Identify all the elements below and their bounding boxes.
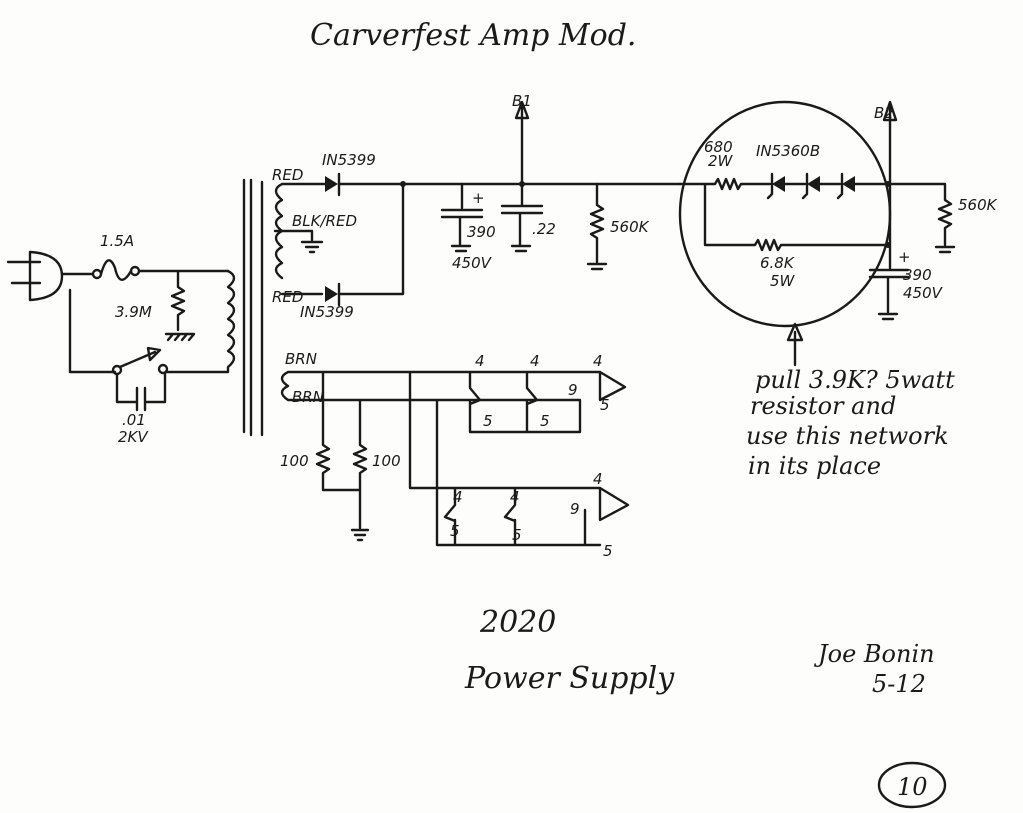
pin-label: 5 bbox=[603, 542, 613, 560]
hv-secondary-wiring bbox=[273, 182, 682, 296]
wire-label-red-top: RED bbox=[272, 166, 303, 184]
bleeder-resistor-3.9M bbox=[137, 269, 230, 342]
wire-label-blk-red: BLK/RED bbox=[292, 212, 357, 230]
pin-label: 5 bbox=[450, 522, 460, 540]
pin-label: 4 bbox=[530, 352, 540, 370]
note-line: pull 3.9K? 5watt bbox=[755, 366, 955, 394]
cap1-value: 390 bbox=[467, 223, 496, 241]
fuse-label: 1.5A bbox=[100, 232, 134, 250]
cap1-voltage: 450V bbox=[452, 254, 493, 272]
zener-diode-icons bbox=[772, 176, 855, 192]
page-number-circle bbox=[877, 761, 947, 809]
pin-label: 5 bbox=[540, 412, 550, 430]
signature-name: Joe Bonin bbox=[813, 640, 935, 668]
b2-label: B2 bbox=[874, 104, 894, 122]
res2-power: 5W bbox=[770, 272, 796, 290]
zener-network-wiring bbox=[678, 103, 956, 321]
pin-label: 4 bbox=[475, 352, 485, 370]
fuse bbox=[91, 259, 141, 281]
cap3-value: 390 bbox=[903, 266, 932, 284]
cap3-voltage: 450V bbox=[903, 284, 944, 302]
page-number: 10 bbox=[897, 773, 928, 801]
zener-label: IN5360B bbox=[756, 142, 820, 160]
cap2-value: .22 bbox=[532, 220, 556, 238]
res-left-label: 100 bbox=[280, 452, 309, 470]
wire-label-red-bottom: RED bbox=[272, 288, 303, 306]
primary-coil bbox=[164, 269, 236, 374]
pin-label: 5 bbox=[600, 396, 610, 414]
ac-plug bbox=[6, 250, 64, 302]
heater-wiring bbox=[280, 370, 630, 547]
diode-label-top: IN5399 bbox=[322, 151, 376, 169]
pin-label: 5 bbox=[483, 412, 493, 430]
highlight-circle bbox=[678, 100, 892, 328]
plus-sign: + bbox=[898, 248, 911, 266]
note-line: in its place bbox=[748, 452, 881, 480]
pin-label: 4 bbox=[453, 488, 463, 506]
pin-label: 5 bbox=[512, 526, 522, 544]
caption-subject: Power Supply bbox=[464, 661, 675, 696]
pin-label: 4 bbox=[593, 470, 603, 488]
pointer-arrow bbox=[786, 322, 804, 367]
pin-label: 4 bbox=[593, 352, 603, 370]
diode-label-bottom: IN5399 bbox=[300, 303, 354, 321]
primary-wiring bbox=[60, 272, 117, 374]
cap-voltage-label: 2KV bbox=[118, 428, 149, 446]
bleeder-label: 3.9M bbox=[115, 303, 152, 321]
filter-caps-and-bleeder bbox=[440, 100, 608, 271]
wire-label-brn-bottom: BRN bbox=[292, 388, 324, 406]
pin-label: 4 bbox=[510, 488, 520, 506]
caption-model: 2020 bbox=[479, 605, 556, 640]
title: Carverfest Amp Mod. bbox=[310, 18, 636, 53]
pin-label: 9 bbox=[570, 500, 580, 518]
res1-power: 2W bbox=[708, 152, 734, 170]
cap-value-label: .01 bbox=[122, 411, 146, 429]
wire-label-brn-top: BRN bbox=[285, 350, 317, 368]
signature-date: 5-12 bbox=[872, 670, 926, 698]
res1-value: 680 bbox=[704, 138, 733, 156]
bleeder1-label: 560K bbox=[610, 218, 650, 236]
b1-label: B1 bbox=[512, 92, 532, 110]
plus-sign: + bbox=[472, 189, 485, 207]
transformer-core bbox=[242, 178, 264, 437]
note-line: use this network bbox=[746, 422, 949, 450]
rectifier-diode-icons bbox=[325, 176, 338, 302]
res-right-label: 100 bbox=[372, 452, 401, 470]
res2-value: 6.8K bbox=[760, 254, 795, 272]
power-switch bbox=[111, 346, 169, 412]
pin-label: 9 bbox=[568, 381, 578, 399]
note-line: resistor and bbox=[750, 392, 896, 420]
bleeder2-label: 560K bbox=[958, 196, 998, 214]
